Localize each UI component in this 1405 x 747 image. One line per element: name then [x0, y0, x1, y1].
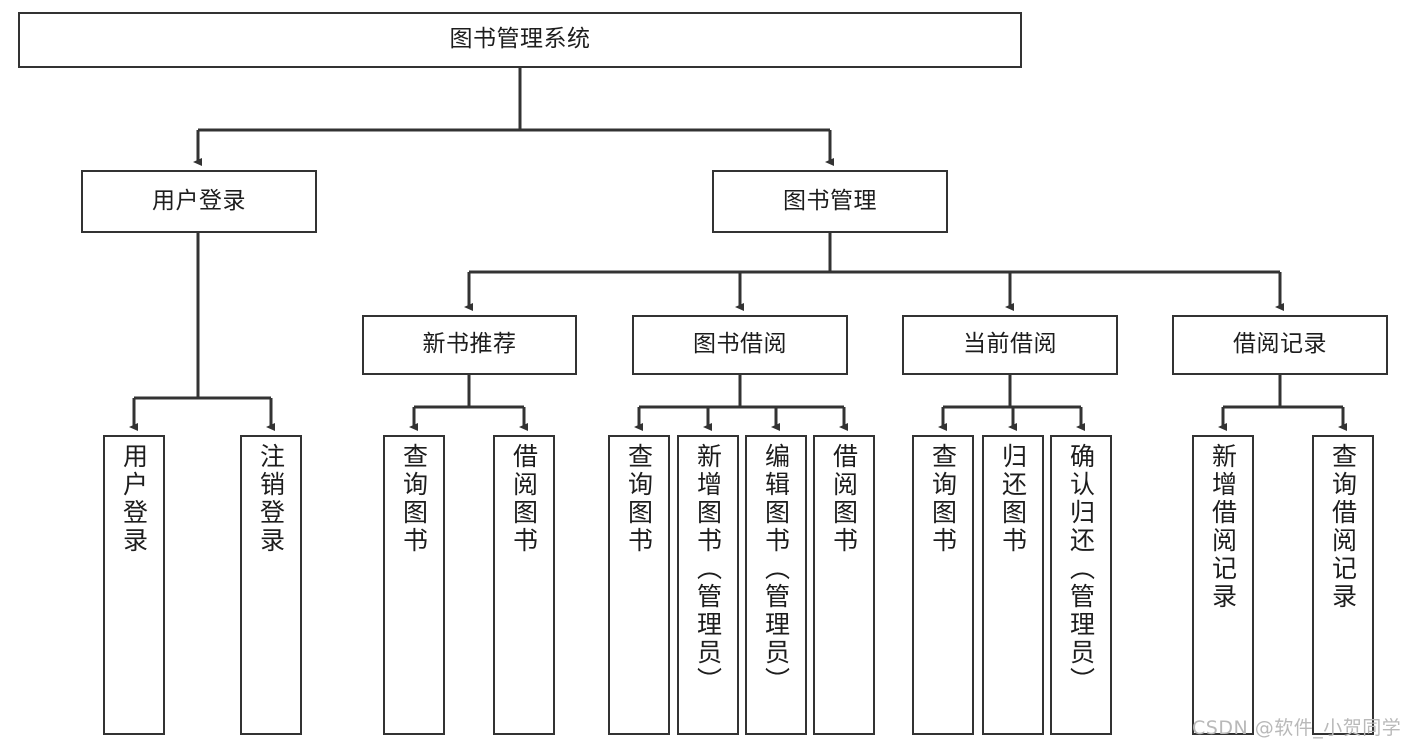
node-label: 注销登录 — [256, 443, 286, 555]
node-label: 确认归还（管理员） — [1066, 443, 1096, 695]
node-label: 编辑图书（管理员） — [761, 443, 791, 695]
leaf-return-book[interactable]: 归还图书 — [982, 435, 1044, 735]
leaf-query-borrow-record[interactable]: 查询借阅记录 — [1312, 435, 1374, 735]
leaf-add-borrow-record[interactable]: 新增借阅记录 — [1192, 435, 1254, 735]
leaf-user-login[interactable]: 用户登录 — [103, 435, 165, 735]
leaf-query-book-recommend[interactable]: 查询图书 — [383, 435, 445, 735]
node-root-system[interactable]: 图书管理系统 — [18, 12, 1022, 68]
node-label: 查询图书 — [928, 443, 958, 555]
node-label: 图书管理系统 — [449, 26, 591, 53]
node-label: 图书管理 — [783, 187, 877, 214]
node-label: 查询图书 — [399, 443, 429, 555]
node-book-borrow[interactable]: 图书借阅 — [632, 315, 848, 375]
leaf-query-book-borrow[interactable]: 查询图书 — [608, 435, 670, 735]
node-label: 用户登录 — [119, 443, 149, 555]
leaf-borrow-book[interactable]: 借阅图书 — [813, 435, 875, 735]
node-label: 图书借阅 — [693, 331, 787, 358]
node-book-management[interactable]: 图书管理 — [712, 170, 948, 233]
node-label: 新增借阅记录 — [1208, 443, 1238, 611]
leaf-query-book-current[interactable]: 查询图书 — [912, 435, 974, 735]
node-label: 归还图书 — [998, 443, 1028, 555]
node-label: 借阅图书 — [829, 443, 859, 555]
node-label: 借阅记录 — [1233, 331, 1327, 358]
node-label: 查询图书 — [624, 443, 654, 555]
leaf-confirm-return-admin[interactable]: 确认归还（管理员） — [1050, 435, 1112, 735]
node-user-login[interactable]: 用户登录 — [81, 170, 317, 233]
leaf-add-book-admin[interactable]: 新增图书（管理员） — [677, 435, 739, 735]
node-label: 查询借阅记录 — [1328, 443, 1358, 611]
node-label: 当前借阅 — [963, 331, 1057, 358]
leaf-edit-book-admin[interactable]: 编辑图书（管理员） — [745, 435, 807, 735]
node-new-book-recommend[interactable]: 新书推荐 — [362, 315, 577, 375]
leaf-borrow-book-recommend[interactable]: 借阅图书 — [493, 435, 555, 735]
node-label: 借阅图书 — [509, 443, 539, 555]
node-current-borrow[interactable]: 当前借阅 — [902, 315, 1118, 375]
node-label: 新书推荐 — [422, 331, 517, 358]
node-label: 新增图书（管理员） — [693, 443, 723, 695]
leaf-logout[interactable]: 注销登录 — [240, 435, 302, 735]
node-label: 用户登录 — [152, 187, 246, 214]
node-borrow-records[interactable]: 借阅记录 — [1172, 315, 1388, 375]
